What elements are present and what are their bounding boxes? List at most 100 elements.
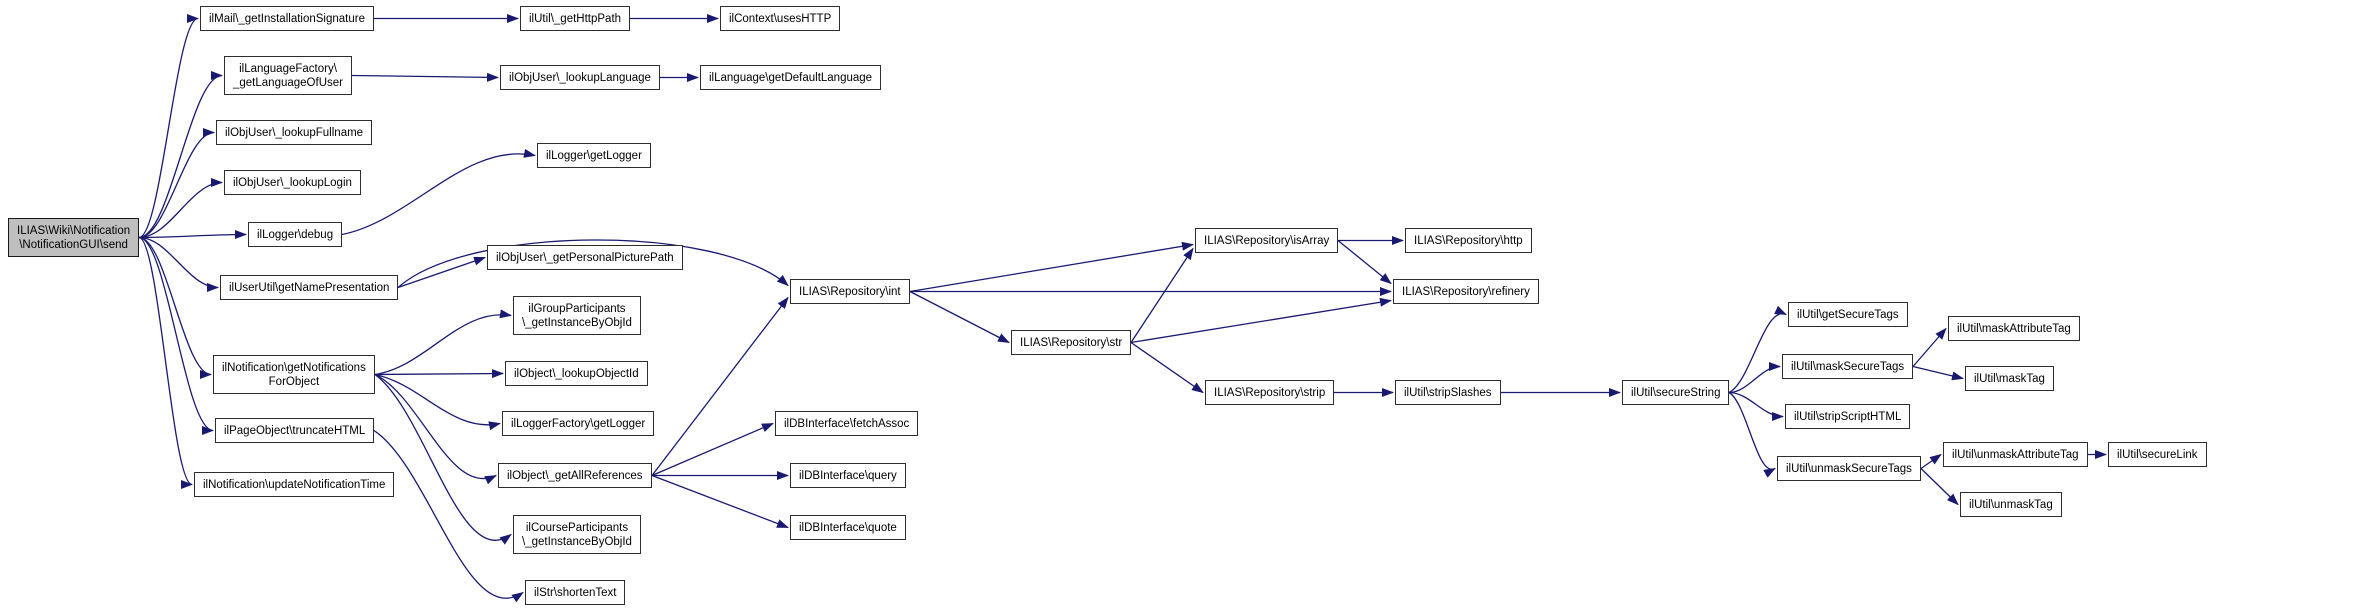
node-lookupLogin[interactable]: ilObjUser\_lookupLogin bbox=[224, 170, 361, 195]
edge-send-to-lookupLogin bbox=[138, 178, 223, 239]
node-maskTag[interactable]: ilUtil\maskTag bbox=[1965, 366, 2054, 391]
node-shortenText[interactable]: ilStr\shortenText bbox=[525, 580, 626, 605]
edge-secureString-to-unmaskSecureTags bbox=[1728, 391, 1776, 478]
edge-send-to-lookupFullname bbox=[138, 128, 215, 239]
node-courseParticipants[interactable]: ilCourseParticipants\_getInstanceByObjId bbox=[513, 515, 641, 554]
edge-repoStr-to-refinery bbox=[1130, 297, 1392, 344]
edge-send-to-getLanguageOfUser bbox=[138, 71, 223, 239]
node-label-line: ilLogger\debug bbox=[257, 229, 334, 241]
edge-repoStr-to-strip bbox=[1130, 341, 1204, 394]
node-debug[interactable]: ilLogger\debug bbox=[248, 222, 343, 247]
node-send[interactable]: ILIAS\Wiki\Notification\NotificationGUI\… bbox=[8, 218, 140, 257]
node-getAllReferences[interactable]: ilObject\_getAllReferences bbox=[498, 463, 652, 488]
edge-repoInt-to-repoStr bbox=[909, 290, 1010, 344]
node-strip[interactable]: ILIAS\Repository\strip bbox=[1205, 380, 1335, 405]
node-getDefaultLanguage[interactable]: ilLanguage\getDefaultLanguage bbox=[700, 65, 882, 90]
node-maskAttributeTag[interactable]: ilUtil\maskAttributeTag bbox=[1948, 316, 2080, 341]
edge-unmaskSecureTags-to-unmaskAttributeTag bbox=[1920, 453, 1942, 470]
node-fetchAssoc[interactable]: ilDBInterface\fetchAssoc bbox=[775, 411, 919, 436]
node-unmaskTag[interactable]: ilUtil\unmaskTag bbox=[1960, 492, 2062, 517]
edge-getNotificationsForObject-to-courseParticipants bbox=[374, 373, 512, 545]
node-getNamePresentation[interactable]: ilUserUtil\getNamePresentation bbox=[220, 275, 399, 300]
node-label-line: _getLanguageOfUser bbox=[233, 77, 343, 89]
node-secureLink[interactable]: ilUtil\secureLink bbox=[2108, 442, 2207, 467]
node-loggerFactoryGetLogger[interactable]: ilLoggerFactory\getLogger bbox=[502, 411, 655, 436]
node-maskSecureTags[interactable]: ilUtil\maskSecureTags bbox=[1782, 354, 1914, 379]
edge-isArray-to-refinery bbox=[1337, 239, 1392, 285]
node-lookupFullname[interactable]: ilObjUser\_lookupFullname bbox=[216, 120, 373, 145]
edge-send-to-updateNotificationTime bbox=[138, 236, 193, 489]
edge-maskSecureTags-to-maskAttributeTag bbox=[1912, 327, 1947, 367]
node-getSecureTags[interactable]: ilUtil\getSecureTags bbox=[1788, 302, 1908, 327]
node-label-line: ForObject bbox=[268, 376, 320, 388]
node-label-line: ilLoggerFactory\getLogger bbox=[511, 418, 646, 430]
node-label-line: ILIAS\Repository\str bbox=[1020, 337, 1123, 349]
node-label-line: ilObject\_lookupObjectId bbox=[514, 368, 639, 380]
node-label-line: ilLanguage\getDefaultLanguage bbox=[709, 72, 873, 84]
node-label-line: ILIAS\Repository\http bbox=[1414, 235, 1523, 247]
node-label-line: ilLogger\getLogger bbox=[546, 150, 642, 162]
node-updateNotificationTime[interactable]: ilNotification\updateNotificationTime bbox=[194, 472, 395, 497]
node-dbQuote[interactable]: ilDBInterface\quote bbox=[790, 515, 906, 540]
node-label-line: ilLanguageFactory\ bbox=[239, 63, 337, 75]
node-label-line: ilGroupParticipants bbox=[528, 303, 626, 315]
node-groupParticipants[interactable]: ilGroupParticipants \_getInstanceByObjId bbox=[513, 296, 641, 335]
node-label-line: ILIAS\Repository\isArray bbox=[1204, 235, 1330, 247]
node-repoInt[interactable]: ILIAS\Repository\int bbox=[790, 279, 910, 304]
node-usesHTTP[interactable]: ilContext\usesHTTP bbox=[720, 6, 841, 31]
node-stripSlashes[interactable]: ilUtil\stripSlashes bbox=[1395, 380, 1501, 405]
node-refinery[interactable]: ILIAS\Repository\refinery bbox=[1393, 279, 1539, 304]
node-label-line: ILIAS\Repository\refinery bbox=[1402, 286, 1530, 298]
node-secureString[interactable]: ilUtil\secureString bbox=[1622, 380, 1730, 405]
node-label-line: ilContext\usesHTTP bbox=[729, 13, 832, 25]
edge-getAllReferences-to-fetchAssoc bbox=[651, 422, 774, 477]
edge-maskSecureTags-to-maskTag bbox=[1912, 365, 1964, 381]
node-label-line: ILIAS\Wiki\Notification bbox=[17, 225, 131, 237]
edge-repoInt-to-isArray bbox=[909, 241, 1194, 293]
node-dbQuery[interactable]: ilDBInterface\query bbox=[790, 463, 906, 488]
node-lookupObjectId[interactable]: ilObject\_lookupObjectId bbox=[505, 361, 648, 386]
node-loggerGetLogger[interactable]: ilLogger\getLogger bbox=[537, 143, 651, 168]
node-unmaskSecureTags[interactable]: ilUtil\unmaskSecureTags bbox=[1777, 456, 1921, 481]
node-label-line: ilUtil\stripSlashes bbox=[1404, 387, 1492, 399]
node-lookupLanguage[interactable]: ilObjUser\_lookupLanguage bbox=[500, 65, 660, 90]
node-label-line: ilUtil\secureString bbox=[1631, 387, 1721, 399]
node-label-line: ilMail\_getInstallationSignature bbox=[209, 13, 365, 25]
node-label-line: ilDBInterface\fetchAssoc bbox=[784, 418, 910, 430]
node-label-line: ILIAS\Repository\strip bbox=[1214, 387, 1326, 399]
node-truncateHTML[interactable]: ilPageObject\truncateHTML bbox=[215, 418, 375, 443]
node-repoHttp[interactable]: ILIAS\Repository\http bbox=[1405, 228, 1532, 253]
node-label-line: ilUtil\stripScriptHTML bbox=[1794, 411, 1902, 423]
node-label-line: ilUtil\_getHttpPath bbox=[529, 13, 622, 25]
node-label-line: ilObject\_getAllReferences bbox=[507, 470, 643, 482]
edge-secureString-to-getSecureTags bbox=[1728, 305, 1787, 394]
node-getLanguageOfUser[interactable]: ilLanguageFactory\ _getLanguageOfUser bbox=[224, 56, 352, 95]
node-label-line: ilUtil\unmaskSecureTags bbox=[1786, 463, 1912, 475]
node-getInstallationSignature[interactable]: ilMail\_getInstallationSignature bbox=[200, 6, 374, 31]
edge-unmaskSecureTags-to-unmaskTag bbox=[1920, 468, 1959, 506]
node-repoStr[interactable]: ILIAS\Repository\str bbox=[1011, 330, 1132, 355]
node-label-line: ilUtil\secureLink bbox=[2117, 449, 2198, 461]
node-isArray[interactable]: ILIAS\Repository\isArray bbox=[1195, 228, 1339, 253]
node-label-line: ilPageObject\truncateHTML bbox=[224, 425, 366, 437]
node-label-line: ilDBInterface\quote bbox=[799, 522, 897, 534]
edge-getNotificationsForObject-to-lookupObjectId bbox=[374, 369, 504, 379]
node-getHttpPath[interactable]: ilUtil\_getHttpPath bbox=[520, 6, 631, 31]
edge-getNotificationsForObject-to-getAllReferences bbox=[374, 373, 497, 485]
node-label-line: \_getInstanceByObjId bbox=[522, 536, 632, 548]
node-label-line: \_getInstanceByObjId bbox=[522, 317, 632, 329]
node-label-line: ILIAS\Repository\int bbox=[799, 286, 901, 298]
edge-getNamePresentation-to-getPersonalPicturePath bbox=[397, 256, 486, 289]
node-unmaskAttributeTag[interactable]: ilUtil\unmaskAttributeTag bbox=[1943, 442, 2088, 467]
node-getPersonalPicturePath[interactable]: ilObjUser\_getPersonalPicturePath bbox=[487, 245, 683, 270]
node-label-line: ilDBInterface\query bbox=[799, 470, 897, 482]
edge-getLanguageOfUser-to-lookupLanguage bbox=[351, 72, 499, 82]
edge-repoStr-to-isArray bbox=[1130, 247, 1194, 343]
node-label-line: ilObjUser\_lookupLogin bbox=[233, 177, 352, 189]
node-label-line: ilNotification\getNotifications bbox=[222, 362, 366, 374]
edge-send-to-getNamePresentation bbox=[138, 236, 219, 292]
edge-getAllReferences-to-repoInt bbox=[651, 296, 789, 476]
node-stripScriptHTML[interactable]: ilUtil\stripScriptHTML bbox=[1785, 404, 1911, 429]
